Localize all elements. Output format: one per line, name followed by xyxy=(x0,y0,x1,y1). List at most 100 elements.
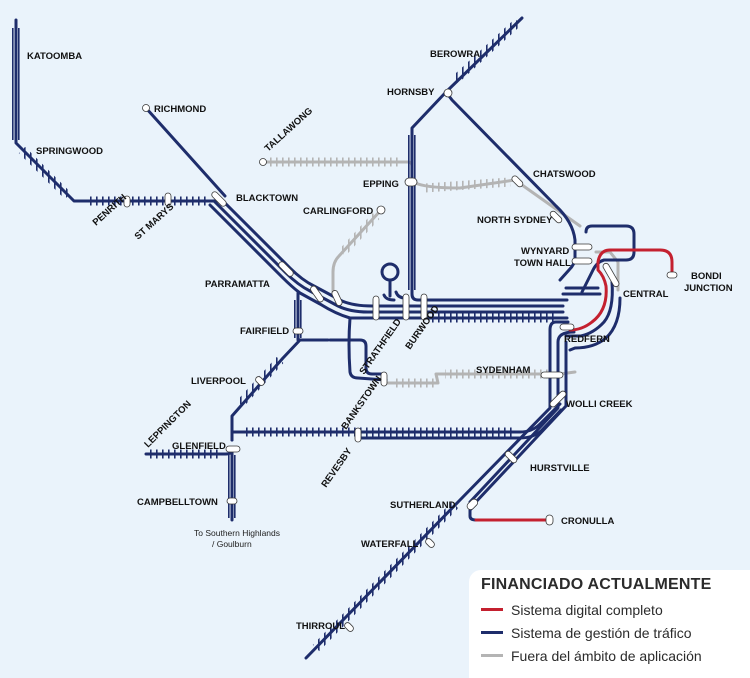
station-marker-redfern xyxy=(559,323,575,331)
label-north-sydney: NORTH SYDNEY xyxy=(477,215,553,226)
station-marker-chatswood xyxy=(511,175,524,188)
city-circle xyxy=(580,224,636,294)
label-cronulla: CRONULLA xyxy=(561,516,614,527)
out-of-scope-ties xyxy=(270,157,550,388)
label-springwood: SPRINGWOOD xyxy=(36,146,103,157)
illawarra-main xyxy=(304,320,570,660)
label-fairfield: FAIRFIELD xyxy=(240,326,289,337)
station-marker-wynyard xyxy=(571,243,593,251)
label-hurstville: HURSTVILLE xyxy=(530,463,590,474)
station-marker-harris xyxy=(310,285,324,303)
label-junction: JUNCTION xyxy=(684,283,733,294)
legend-swatch-traffic xyxy=(481,631,503,634)
station-marker-fairfield xyxy=(292,327,304,335)
label-sydenham: SYDENHAM xyxy=(476,365,530,376)
station-marker-epping xyxy=(404,177,418,187)
station-marker-north-sydney xyxy=(549,210,563,224)
label-parramatta: PARRAMATTA xyxy=(205,279,270,290)
label-richmond: RICHMOND xyxy=(154,104,206,115)
inner-central-loop xyxy=(564,280,614,338)
label-bondi: BONDI xyxy=(691,271,722,282)
label-central: CENTRAL xyxy=(623,289,669,300)
eastern-suburbs-line xyxy=(568,248,674,332)
label-blacktown: BLACKTOWN xyxy=(236,193,298,204)
station-marker-revesby xyxy=(354,427,362,443)
label-town-hall: TOWN HALL xyxy=(514,258,571,269)
station-marker-tallawong xyxy=(259,158,267,166)
legend-swatch-digital xyxy=(481,608,503,611)
label-redfern: REDFERN xyxy=(564,334,610,345)
label-campbelltown: CAMPBELLTOWN xyxy=(137,497,218,508)
station-marker-glenfield xyxy=(225,445,241,453)
station-marker-burwood xyxy=(420,293,428,321)
station-marker-olympic xyxy=(372,295,380,321)
main-west-track-a xyxy=(216,194,565,308)
legend-label-digital: Sistema digital completo xyxy=(511,601,663,618)
carlingford-branch xyxy=(331,208,383,294)
sydenham-grey-ties xyxy=(392,369,550,388)
legend-item-out-of-scope: Fuera del ámbito de aplicación xyxy=(481,644,740,667)
station-marker-central xyxy=(602,262,620,288)
legend-label-out-of-scope: Fuera del ámbito de aplicación xyxy=(511,647,702,664)
springwood-ties xyxy=(18,146,72,200)
station-marker-cronulla xyxy=(545,514,554,526)
station-marker-waterfall xyxy=(425,538,435,548)
label-waterfall: WATERFALL xyxy=(361,539,419,550)
station-marker-campbelltown xyxy=(226,497,238,505)
station-markers xyxy=(123,88,678,632)
label-epping: EPPING xyxy=(363,179,399,190)
bankstown-line xyxy=(347,316,388,382)
western-line-north xyxy=(208,203,569,320)
station-marker-sydenham xyxy=(540,371,564,379)
station-marker-hurstville xyxy=(504,450,518,464)
label-chatswood: CHATSWOOD xyxy=(533,169,596,180)
station-marker-carlingford xyxy=(376,205,386,215)
station-marker-penrith xyxy=(123,195,131,208)
berowra-ties xyxy=(451,18,522,84)
liverpool-line xyxy=(328,338,384,376)
label-southern-highlands: To Southern Highlands xyxy=(194,528,280,538)
label-thirroul: THIRROUL xyxy=(296,621,345,632)
station-marker-strathfield xyxy=(402,293,410,321)
illawarra-track-3 xyxy=(472,340,568,506)
station-marker-town-hall xyxy=(571,257,593,265)
station-marker-lidcombe xyxy=(331,290,343,306)
station-marker-sutherland xyxy=(466,498,479,511)
station-marker-richmond xyxy=(142,104,150,112)
station-marker-bondi xyxy=(666,271,678,279)
label-carlingford: CARLINGFORD xyxy=(303,206,373,217)
label-katoomba: KATOOMBA xyxy=(27,51,82,62)
station-marker-wolli-creek xyxy=(549,390,567,408)
station-marker-parramatta xyxy=(278,261,294,277)
epping-chatswood-ties xyxy=(424,177,511,193)
traffic-ties xyxy=(11,18,555,652)
station-marker-hornsby xyxy=(443,88,453,98)
legend-item-digital: Sistema digital completo xyxy=(481,598,740,621)
label-wynyard: WYNYARD xyxy=(521,246,569,257)
northern-line xyxy=(410,90,569,302)
label-berowra: BEROWRA xyxy=(430,49,480,60)
station-marker-thirroul xyxy=(344,622,354,632)
illawarra-track-2 xyxy=(468,330,576,504)
label-goulburn: / Goulburn xyxy=(212,539,252,549)
illawarra-ties xyxy=(312,501,459,652)
station-marker-blacktown xyxy=(211,191,227,207)
carlingford-ties xyxy=(338,212,380,257)
legend-label-traffic: Sistema de gestión de tráfico xyxy=(511,624,692,641)
north-shore-line xyxy=(444,16,577,282)
legend-panel: FINANCIADO ACTUALMENTE Sistema digital c… xyxy=(469,570,750,678)
label-hornsby: HORNSBY xyxy=(387,87,435,98)
outer-central-loop xyxy=(568,296,622,352)
station-marker-liverpool xyxy=(255,376,265,386)
legend-swatch-out-of-scope xyxy=(481,654,503,657)
main-west-track-b xyxy=(212,199,565,314)
station-marker-bankstown xyxy=(380,371,388,387)
legend-item-traffic: Sistema de gestión de tráfico xyxy=(481,621,740,644)
legend-title: FINANCIADO ACTUALMENTE xyxy=(481,576,712,593)
label-liverpool: LIVERPOOL xyxy=(191,376,246,387)
station-marker-st-marys xyxy=(164,192,172,207)
richmond-line xyxy=(144,106,227,198)
